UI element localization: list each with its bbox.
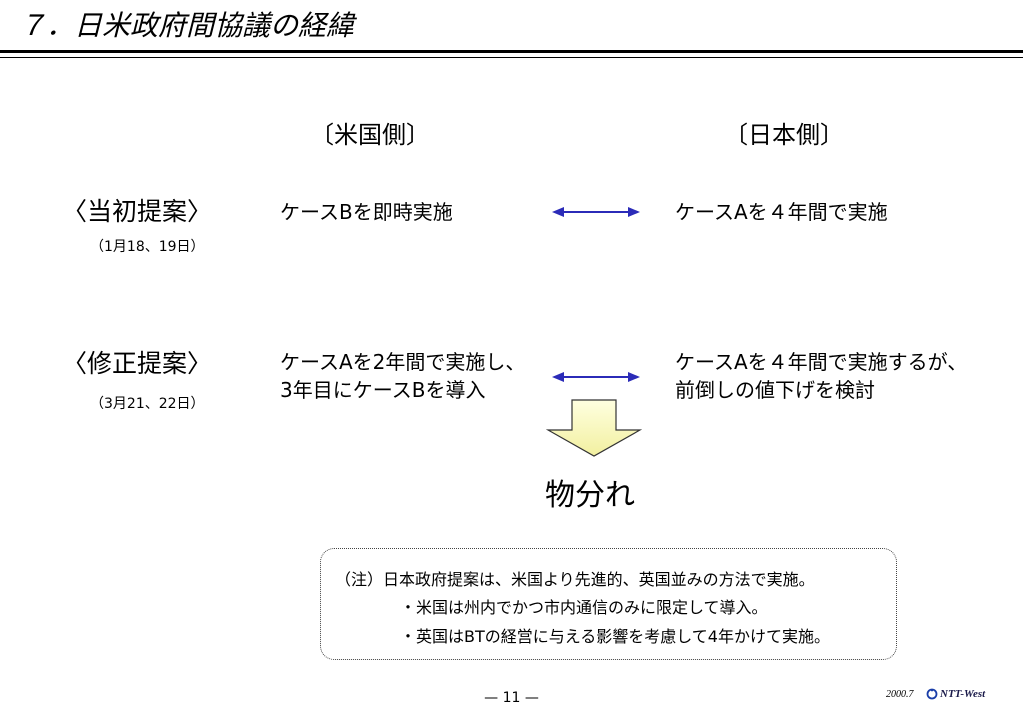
- title-rule-thick: [0, 50, 1023, 53]
- ntt-logo-icon: [926, 688, 938, 700]
- japan-position-initial: ケースAを４年間で実施: [675, 198, 888, 226]
- column-header-us: 〔米国側〕: [310, 121, 430, 149]
- proposal-date-initial: （1月18、19日）: [90, 239, 205, 255]
- column-header-japan: 〔日本側〕: [724, 121, 844, 149]
- double-arrow-icon: [552, 372, 640, 382]
- proposal-date-revised: （3月21、22日）: [90, 396, 205, 412]
- page-number: — 11 —: [484, 690, 539, 706]
- title-rule-thin: [0, 57, 1023, 58]
- us-position-line: ケースBを即時実施: [280, 200, 453, 224]
- negotiation-result: 物分れ: [545, 478, 635, 513]
- japan-position-line: ケースAを４年間で実施: [675, 200, 888, 224]
- footer-date: 2000.7: [886, 689, 914, 700]
- us-position-initial: ケースBを即時実施: [280, 198, 453, 226]
- japan-position-revised: ケースAを４年間で実施するが、 前倒しの値下げを検討: [675, 348, 967, 404]
- proposal-label-revised: 〈修正提案〉: [62, 349, 213, 378]
- japan-position-line: ケースAを４年間で実施するが、: [675, 350, 968, 374]
- footer-brand: NTT-West: [940, 688, 986, 700]
- double-arrow-icon: [552, 207, 640, 217]
- note-line-us: ・米国は州内でかつ市内通信のみに限定して導入。: [400, 598, 768, 617]
- us-position-line: 3年目にケースBを導入: [280, 378, 486, 402]
- down-arrow-icon: [546, 399, 642, 457]
- note-box: （注）日本政府提案は、米国より先進的、英国並みの方法で実施。 ・米国は州内でかつ…: [320, 548, 897, 660]
- note-line-uk: ・英国はBTの経営に与える影響を考慮して4年かけて実施。: [400, 627, 830, 646]
- japan-position-line: 前倒しの値下げを検討: [675, 378, 875, 402]
- us-position-revised: ケースAを2年間で実施し、 3年目にケースBを導入: [280, 348, 525, 404]
- page-title: ７．日米政府間協議の経緯: [18, 9, 355, 42]
- us-position-line: ケースAを2年間で実施し、: [280, 350, 526, 374]
- note-line-main: （注）日本政府提案は、米国より先進的、英国並みの方法で実施。: [335, 570, 815, 589]
- proposal-label-initial: 〈当初提案〉: [62, 197, 213, 226]
